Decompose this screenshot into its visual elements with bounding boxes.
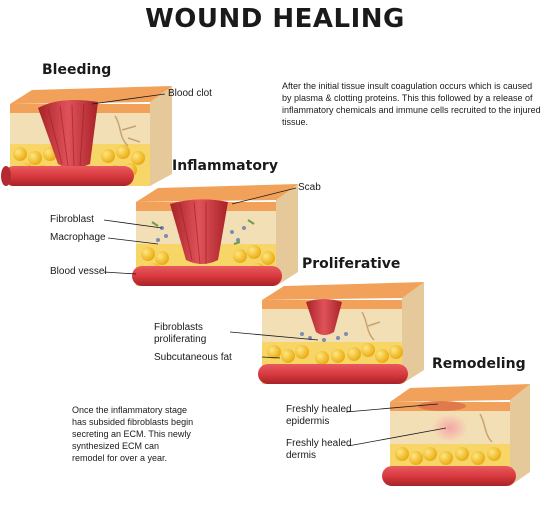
stage-title-remodeling: Remodeling: [432, 356, 526, 372]
healed-epidermis: [418, 401, 466, 411]
blood-vessel: [382, 466, 516, 486]
blood-vessel: [258, 364, 408, 384]
label-blood-clot: Blood clot: [168, 88, 212, 99]
label-fibroblasts-proliferating-line2: proliferating: [154, 334, 207, 345]
stage-title-proliferative: Proliferative: [302, 256, 401, 272]
block-side: [150, 86, 172, 186]
remodeling-skin-block: [382, 384, 530, 486]
healing-wound: [306, 299, 342, 335]
label-healed-epidermis-line2: epidermis: [286, 416, 330, 427]
label-fibroblasts-proliferating-line1: Fibroblasts: [154, 322, 203, 333]
label-healed-dermis-line1: Freshly healed: [286, 438, 352, 449]
description-bottom: Once the inflammatory stage has subsided…: [72, 405, 194, 463]
fat-cells: [395, 447, 501, 465]
proliferative-skin-block: [258, 282, 424, 384]
label-scab: Scab: [298, 182, 321, 193]
bleeding-skin-block: [1, 86, 172, 186]
proliferating-fibroblasts: [300, 332, 348, 342]
fat-cells: [267, 343, 403, 365]
leader-lines: [91, 93, 447, 447]
label-healed-dermis-line2: dermis: [286, 450, 317, 461]
label-blood-vessel: Blood vessel: [50, 266, 107, 277]
epidermis-top: [10, 86, 172, 104]
label-healed-epidermis-line1: Freshly healed: [286, 404, 352, 415]
stage-title-inflammatory: Inflammatory: [172, 158, 278, 174]
inflammatory-skin-block: [132, 184, 298, 286]
fibroblast-cells: [151, 219, 255, 245]
label-fibroblast: Fibroblast: [50, 214, 94, 225]
description-top: After the initial tissue insult coagulat…: [282, 81, 541, 127]
stage-title-bleeding: Bleeding: [42, 62, 112, 78]
label-subcutaneous-fat: Subcutaneous fat: [154, 352, 232, 363]
nerve-fibers: [114, 115, 141, 147]
scab-wound: [170, 199, 228, 264]
healed-dermis: [432, 414, 468, 442]
page-title: WOUND HEALING: [145, 4, 405, 34]
blood-vessel: [132, 266, 282, 286]
label-macrophage: Macrophage: [50, 232, 106, 243]
blood-vessel: [4, 166, 134, 186]
